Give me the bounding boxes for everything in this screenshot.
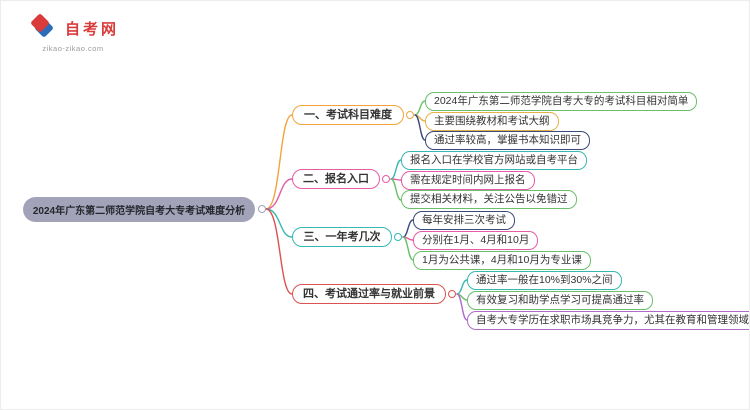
leaf-node: 报名入口在学校官方网站或自考平台: [401, 151, 587, 170]
logo-icon: [31, 14, 53, 37]
edge-b2-leaf-3: [390, 178, 402, 201]
leaf-node: 通过率一般在10%到30%之间: [467, 271, 622, 290]
root-node: 2024年广东第二师范学院自考大专考试难度分析: [23, 197, 266, 222]
branch-label: 一、考试科目难度: [304, 109, 392, 121]
edge-b4-leaf-1: [456, 279, 468, 295]
logo-row: 自考网: [27, 13, 119, 43]
leaf-node: 有效复习和助学点学习可提高通过率: [467, 291, 653, 310]
leaf-node: 需在规定时间内网上报名: [401, 171, 535, 190]
leaf-node: 2024年广东第二师范学院自考大专的考试科目相对简单: [425, 92, 698, 111]
edge-root-branch-2: [265, 178, 293, 210]
branch-node-times-per-year: 三、一年考几次: [292, 227, 402, 247]
branch-node-pass-rate-prospects: 四、考试通过率与就业前景: [292, 284, 456, 304]
root-connector-dot: [258, 205, 266, 213]
leaf-node: 分别在1月、4月和10月: [413, 231, 539, 250]
connector-dot: [382, 174, 390, 183]
leaf-node: 自考大专学历在求职市场具竞争力，尤其在教育和管理领域: [467, 311, 749, 330]
edge-b4-leaf-3: [456, 293, 468, 321]
root-label: 2024年广东第二师范学院自考大专考试难度分析: [32, 206, 246, 217]
branch-node-registration: 二、报名入口: [292, 169, 390, 189]
logo-title: 自考网: [65, 20, 120, 38]
connector-dot: [406, 110, 414, 119]
connector-dot: [394, 232, 402, 241]
edge-root-branch-3: [265, 208, 293, 238]
leaf-node: 1月为公共课，4月和10月为专业课: [413, 251, 591, 270]
leaf-node: 提交相关材料，关注公告以免错过: [401, 190, 577, 209]
leaf-node: 每年安排三次考试: [413, 211, 515, 230]
branch-label: 三、一年考几次: [303, 231, 381, 243]
edge-root-branch-1: [265, 114, 293, 210]
branch-node-exam-subjects: 一、考试科目难度: [292, 105, 414, 125]
edge-b1-leaf-1: [414, 100, 426, 116]
edge-root-branch-4: [265, 208, 293, 295]
leaf-node: 主要围绕教材和考试大纲: [425, 112, 559, 131]
edge-b1-leaf-3: [414, 114, 426, 141]
edge-b2-leaf-1: [390, 159, 402, 180]
logo[interactable]: 自考网 zikao-zikao.com: [27, 13, 119, 53]
leaf-node: 通过率较高，掌握书本知识即可: [425, 131, 590, 150]
edge-b3-leaf-3: [402, 236, 414, 261]
branch-label: 二、报名入口: [303, 173, 369, 185]
branch-label: 四、考试通过率与就业前景: [303, 288, 435, 300]
edge-b3-leaf-1: [402, 219, 414, 238]
connector-dot: [448, 289, 456, 298]
logo-domain: zikao-zikao.com: [42, 44, 104, 53]
